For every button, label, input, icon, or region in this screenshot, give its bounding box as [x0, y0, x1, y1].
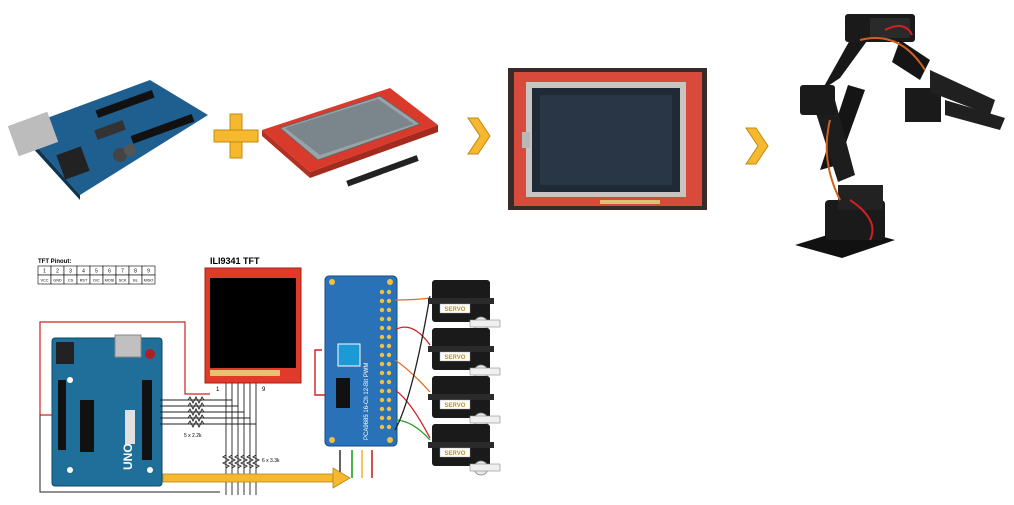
pinout-name: CS: [68, 279, 74, 283]
pinout-number: 7: [121, 269, 124, 275]
pinout-name: MISO: [144, 279, 154, 283]
pinout-number: 9: [147, 269, 150, 275]
pca-pin: [386, 370, 392, 376]
pinout-name: SCK: [119, 279, 127, 283]
tft-module-schematic: ILI9341 TFT 1 9: [204, 256, 302, 393]
power-arrow: [162, 467, 351, 489]
servo-motor: SERVO: [428, 376, 501, 428]
pca-pin: [379, 415, 385, 421]
uno-text: UNO: [121, 443, 135, 470]
pinout-name: BL: [133, 279, 138, 283]
pca-pin: [386, 352, 392, 358]
pca-pin: [386, 298, 392, 304]
pca-pin: [379, 388, 385, 394]
pca-pin: [379, 298, 385, 304]
pca-pin: [379, 361, 385, 367]
pca-pin: [379, 424, 385, 430]
pinout-name: VCC: [40, 279, 48, 283]
servo-label: SERVO: [445, 307, 466, 313]
servo-label: SERVO: [445, 355, 466, 361]
pinout-number: 2: [56, 269, 59, 275]
servo-label: SERVO: [445, 403, 466, 409]
pca-pin: [386, 415, 392, 421]
resistor-bank-2: [221, 454, 261, 469]
pca-pin: [379, 289, 385, 295]
pinout-number: 6: [108, 269, 111, 275]
servo-motor: SERVO: [428, 328, 501, 380]
pinout-number: 1: [43, 269, 46, 275]
power-wire-red: [39, 321, 220, 493]
arduino-uno-photo: [7, 78, 210, 200]
pca-pin: [379, 406, 385, 412]
tft-pin9: 9: [262, 387, 266, 393]
pinout-name: GND: [53, 279, 62, 283]
pca-pin: [379, 343, 385, 349]
arrow-right-icon: [467, 117, 491, 155]
plus-icon: [213, 113, 259, 159]
pca-pin: [379, 316, 385, 322]
pca9685-board: PCA9685 16-Ch 12-Bit PWM: [324, 275, 398, 447]
pca-pin: [386, 397, 392, 403]
pinout-name-cell: [141, 274, 156, 285]
arrow-right-icon: [745, 127, 769, 165]
pinout-name: D/C: [93, 279, 100, 283]
pca-pin: [386, 289, 392, 295]
pca-pin: [386, 424, 392, 430]
pca-pin: [386, 307, 392, 313]
pinout-name: MOSI: [105, 279, 115, 283]
pca-pin: [386, 406, 392, 412]
pinout-title: TFT Pinout:: [38, 259, 71, 265]
pca-pin: [386, 379, 392, 385]
pinout-number: 8: [134, 269, 137, 275]
resistor-bank-1: [187, 395, 205, 429]
resistor-label-2: 6 x 3.3k: [262, 458, 280, 464]
servo-wires: [394, 295, 431, 441]
pca-text: PCA9685 16-Ch 12-Bit PWM: [364, 363, 370, 440]
pca-pin: [386, 388, 392, 394]
pinout-number: 5: [95, 269, 98, 275]
servo-motor: SERVO: [428, 280, 501, 332]
pca-pin: [386, 316, 392, 322]
resistor-label-1: 5 x 2.2k: [184, 433, 202, 439]
pca-pin: [386, 334, 392, 340]
robot-arm-photo: [795, 14, 1005, 258]
tft-shield-photo: [262, 88, 438, 187]
arduino-schematic: UNO: [51, 334, 163, 487]
pca-pin: [379, 334, 385, 340]
pinout-number: 4: [82, 269, 85, 275]
pca-pin: [386, 325, 392, 331]
pinout-name: RST: [80, 279, 88, 283]
tft-pin1: 1: [216, 387, 220, 393]
tft-title: ILI9341 TFT: [210, 256, 260, 266]
pca-pin: [386, 361, 392, 367]
servo-motor: SERVO: [428, 424, 501, 476]
pca-pin: [379, 307, 385, 313]
pca-pin: [379, 379, 385, 385]
pinout-number: 3: [69, 269, 72, 275]
servo-label: SERVO: [445, 451, 466, 457]
pca-pin: [379, 397, 385, 403]
pca-pin: [379, 325, 385, 331]
pca-pin: [379, 352, 385, 358]
pca-pin: [379, 370, 385, 376]
pca-pin: [386, 343, 392, 349]
tft-screen-photo: [508, 68, 707, 210]
